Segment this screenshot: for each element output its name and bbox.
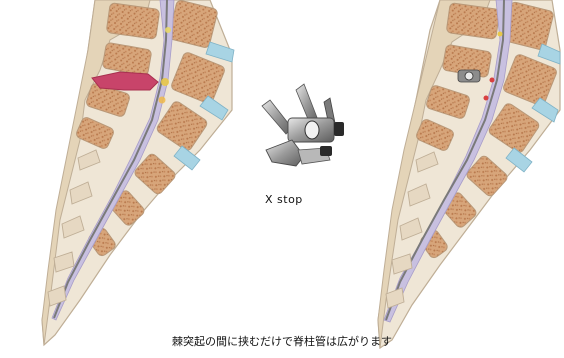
device-bottom-clip: [320, 146, 332, 156]
device-clip: [334, 122, 344, 136]
decompression-mark: [484, 96, 489, 101]
x-stop-device: [262, 84, 344, 166]
caption: 棘突起の間に挟むだけで脊柱管は広がります: [0, 333, 564, 349]
compression-mark: [159, 97, 166, 104]
device-label: X stop: [265, 193, 303, 206]
device-oval: [305, 121, 319, 139]
decompression-mark: [498, 32, 503, 37]
compression-mark: [161, 78, 169, 86]
device-wing-left: [262, 100, 292, 134]
device-spacer: [266, 140, 304, 166]
implanted-x-stop: [458, 70, 480, 82]
spine-before: [42, 0, 234, 345]
spine-after: [378, 0, 560, 348]
decompression-mark: [490, 78, 495, 83]
compression-mark: [165, 27, 171, 33]
